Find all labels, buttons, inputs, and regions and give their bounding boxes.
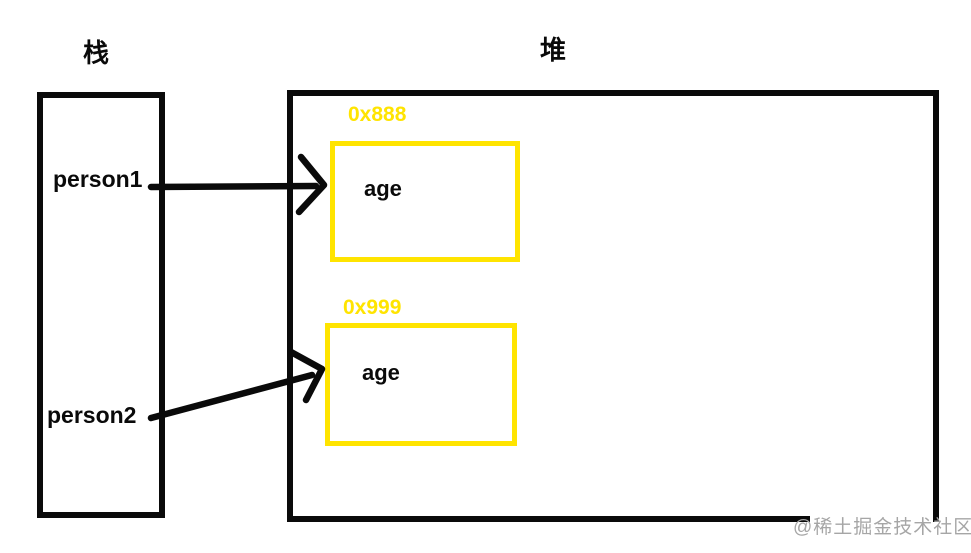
stack-title: 栈 — [83, 38, 110, 68]
heap-title: 堆 — [540, 35, 567, 65]
stack-variable-person1: person1 — [53, 166, 143, 192]
heap-object-1-box — [330, 141, 520, 262]
heap-border-fragment — [933, 509, 939, 522]
heap-object-2-box — [325, 323, 517, 446]
heap-object-2-field-age: age — [362, 360, 400, 385]
stack-variable-person2: person2 — [47, 402, 137, 428]
watermark-text: @稀土掘金技术社区 — [793, 517, 971, 538]
heap-object-1-address: 0x888 — [348, 103, 407, 126]
heap-object-2-address: 0x999 — [343, 296, 402, 319]
watermark-backing — [810, 509, 968, 538]
heap-object-1-field-age: age — [364, 176, 402, 201]
stack-box — [37, 92, 165, 518]
